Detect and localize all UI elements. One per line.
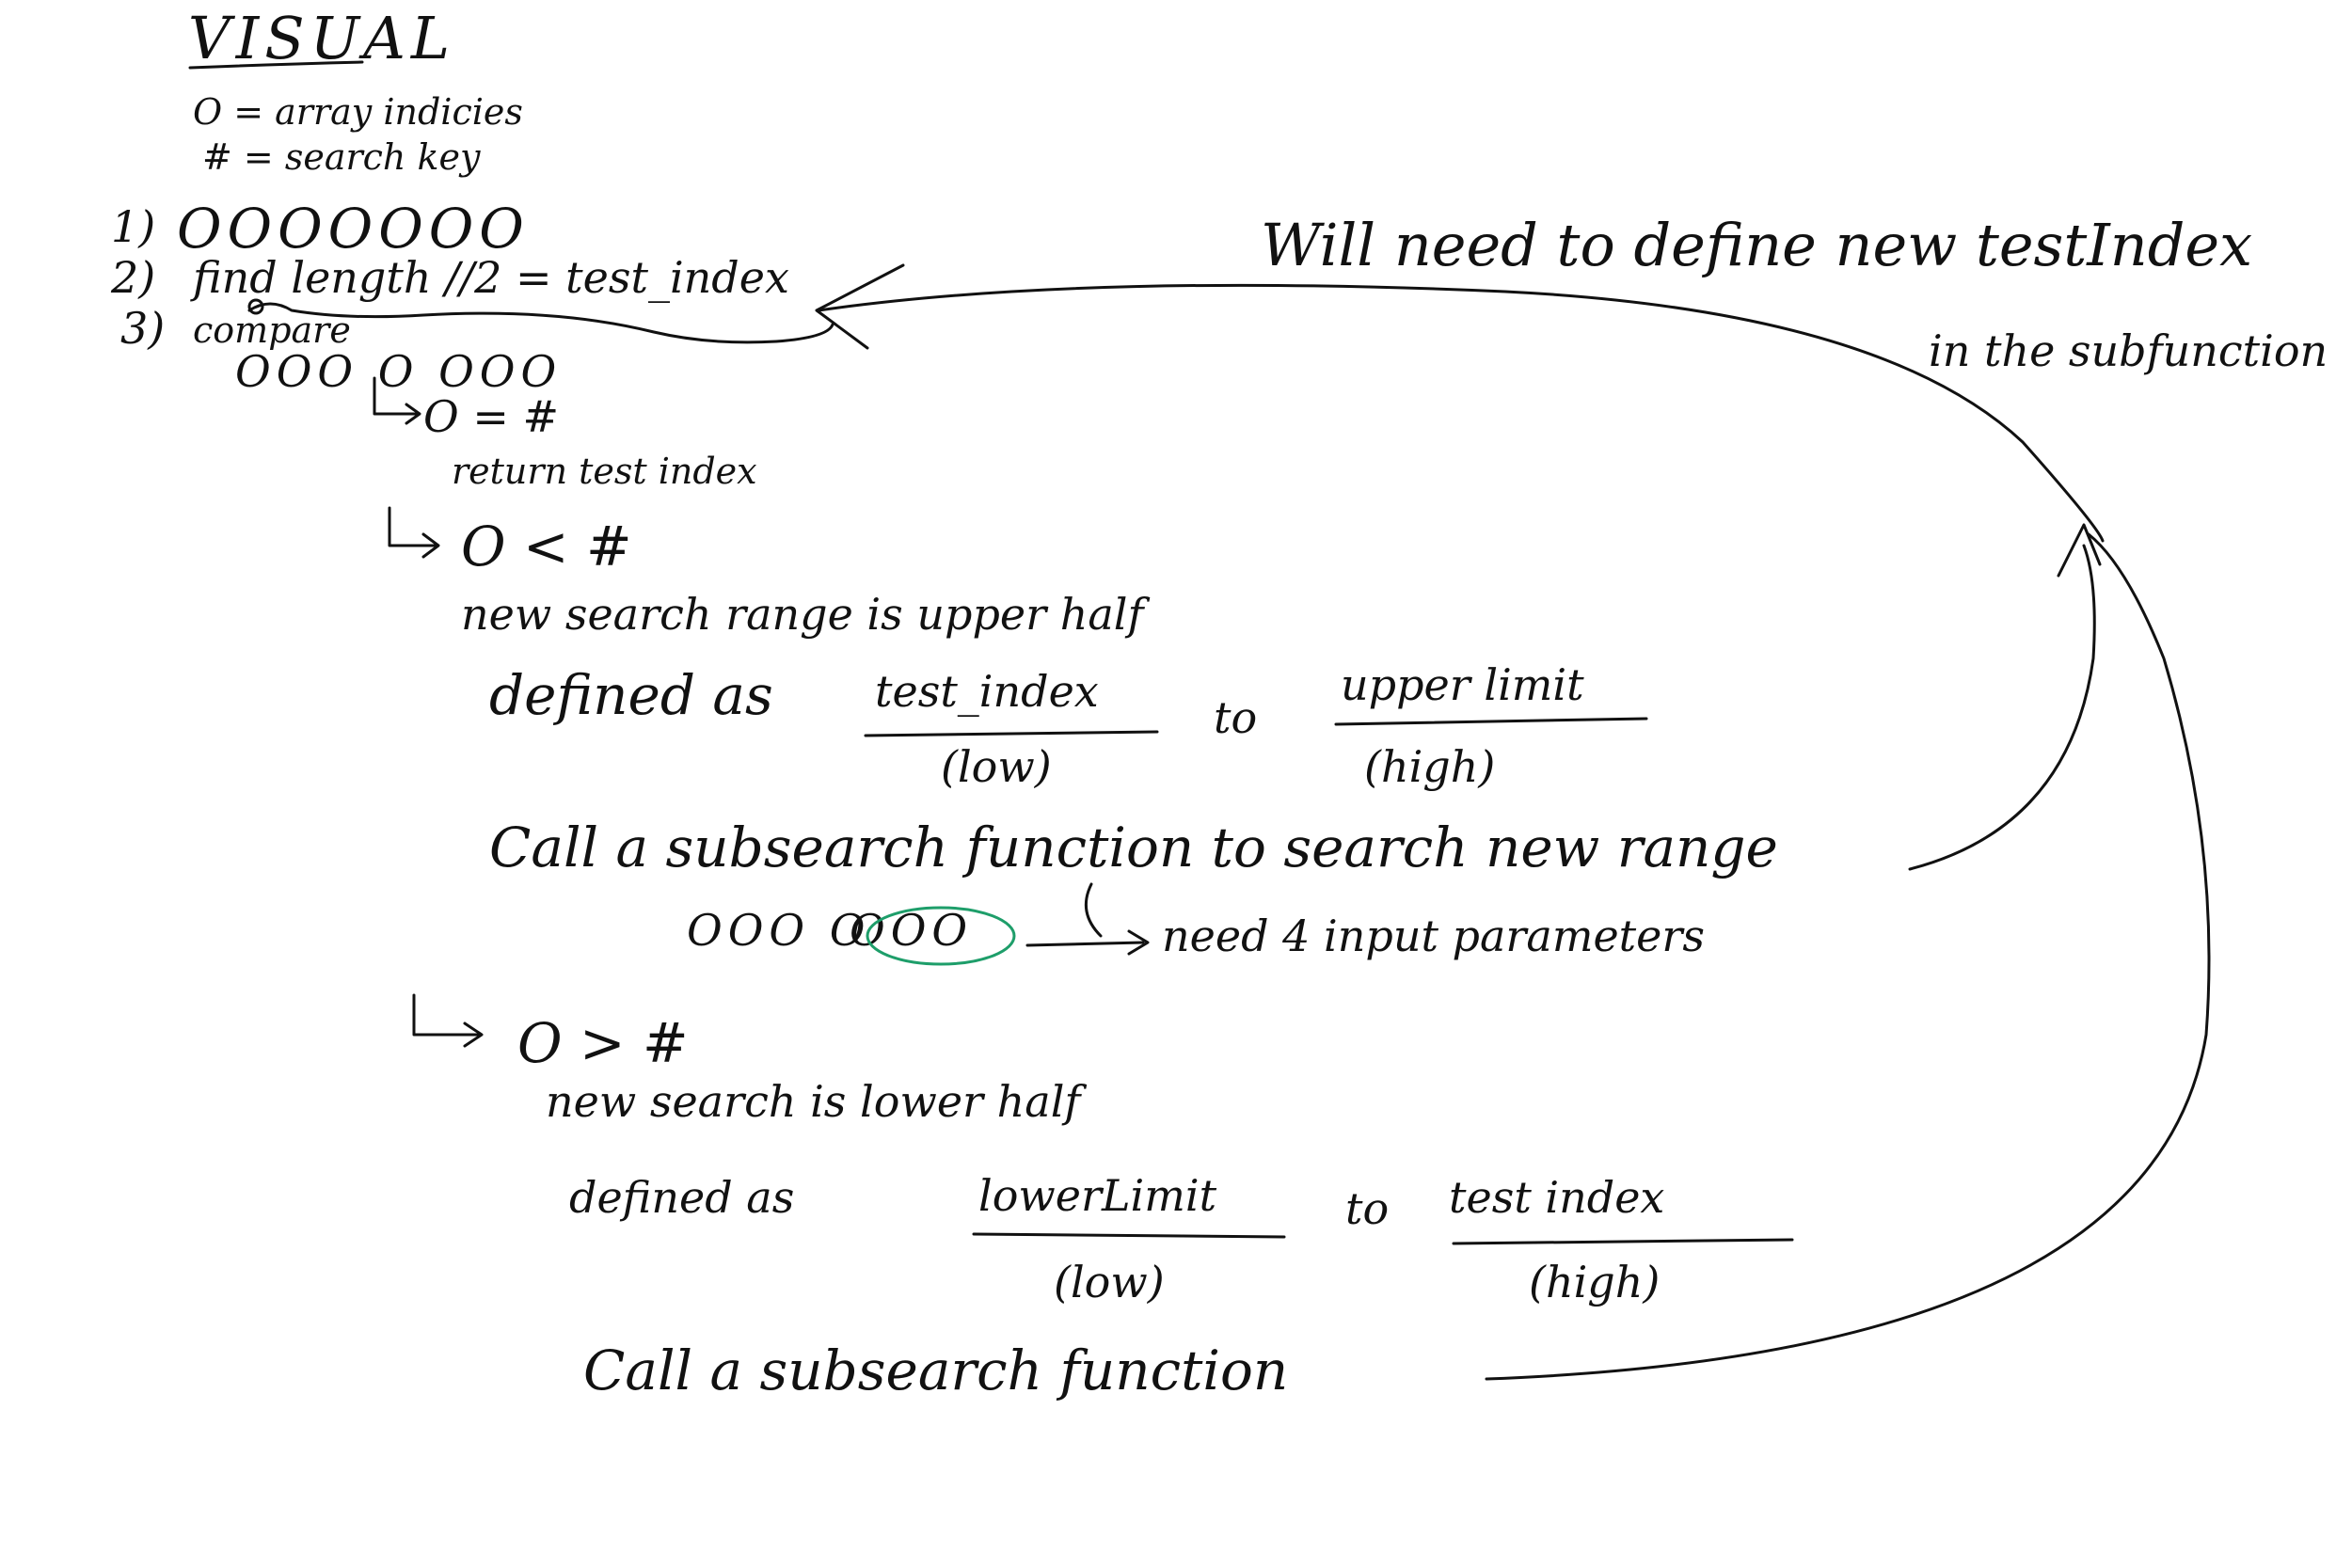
less-low-label: (low) [941, 741, 1052, 792]
greater-low-fraction-bar [972, 1232, 1286, 1239]
lower-call-connector [1485, 532, 2211, 1381]
greater-defined-as: defined as [569, 1172, 795, 1223]
step2-number: 2) [111, 252, 156, 303]
less-call: Call a subsearch function to search new … [489, 816, 1778, 879]
less-low-fraction-bar [864, 730, 1159, 737]
less-defined-as: defined as [489, 663, 773, 727]
subrange-highlight [866, 906, 1016, 966]
less-high-value: upper limit [1341, 659, 1584, 710]
equal-condition: O = # [423, 391, 560, 442]
greater-high-label: (high) [1529, 1257, 1661, 1307]
annotation-line2: in the subfunction [1929, 325, 2328, 376]
equal-branch-arrow [373, 376, 421, 416]
greater-condition: O > # [517, 1011, 689, 1075]
greater-description: new search is lower half [546, 1076, 1081, 1127]
step3-number: 3) [120, 303, 166, 354]
annotation-arrow-tip [815, 263, 905, 350]
equal-action: return test index [452, 451, 757, 492]
step1-circles: OOOOOOO [177, 197, 530, 261]
less-branch-arrow [388, 506, 439, 547]
greater-high-value: test index [1449, 1172, 1665, 1223]
step3-text: compare [193, 309, 351, 351]
title-underline [188, 60, 364, 70]
greater-low-value: lowerLimit [978, 1170, 1217, 1221]
less-description: new search range is upper half [461, 589, 1144, 640]
params-arrow [1025, 941, 1145, 947]
annotation-connector [817, 283, 2105, 543]
legend-circle: O = array indicies [193, 91, 523, 133]
step1-number: 1) [111, 201, 156, 252]
step2-text: find length //2 = test_index [193, 252, 789, 303]
less-to: to [1214, 692, 1258, 743]
annotation-line1: Will need to define new testIndex [1261, 211, 2253, 279]
legend-hash: # = search key [202, 136, 481, 178]
step2-mark [247, 298, 264, 315]
greater-call: Call a subsearch function [583, 1338, 1289, 1402]
subrange-left-circles: OOO O [687, 905, 871, 956]
less-high-label: (high) [1364, 741, 1496, 792]
params-note: need 4 input parameters [1162, 911, 1705, 961]
less-high-fraction-bar [1334, 717, 1648, 726]
greater-to: to [1345, 1183, 1390, 1234]
title: VISUAL [188, 4, 456, 72]
greater-low-label: (low) [1054, 1257, 1165, 1307]
greater-high-fraction-bar [1452, 1238, 1794, 1245]
less-low-value: test_index [875, 666, 1099, 717]
less-condition: O < # [461, 515, 632, 578]
step2-underline [247, 302, 834, 344]
compare-circles: OOO O OOO [235, 346, 563, 397]
connector-arrowhead [2057, 523, 2102, 578]
greater-branch-arrow [412, 993, 482, 1037]
upper-call-connector [1908, 544, 2096, 871]
